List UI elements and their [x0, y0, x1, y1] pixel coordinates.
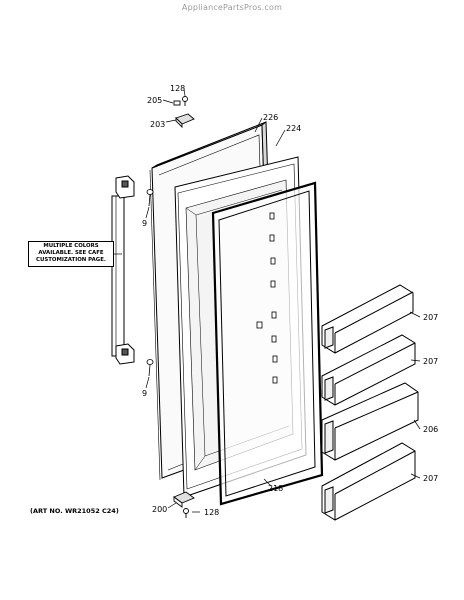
handle-screws — [146, 189, 154, 377]
callout-line-1: MULTIPLE COLORS — [43, 243, 99, 249]
door-bin-4 — [321, 442, 416, 521]
part-label-203: 203 — [150, 120, 165, 129]
callout-line-3: CUSTOMIZATION PAGE. — [36, 257, 106, 263]
part-label-224: 224 — [286, 124, 301, 133]
watermark: AppliancePartsPros.com — [181, 3, 283, 12]
art-number: (ART NO. WR21052 C24) — [30, 507, 119, 515]
door-bin-1 — [321, 284, 414, 354]
part-label-226: 226 — [263, 113, 278, 122]
part-label-128-top: 128 — [170, 84, 185, 93]
top-hinge-parts — [173, 96, 195, 129]
part-label-9-upper: 9 — [142, 219, 147, 228]
door-handle — [111, 175, 135, 365]
door-bin-2 — [321, 334, 416, 406]
leader-lines — [114, 88, 421, 513]
shelf-studs — [256, 212, 278, 384]
door-bin-3 — [321, 382, 419, 461]
callout-line-2: AVAILABLE. SEE CAFE — [38, 250, 104, 256]
part-label-207-c: 207 — [423, 474, 438, 483]
door-gasket — [211, 181, 324, 506]
part-label-207-a: 207 — [423, 313, 438, 322]
part-label-207-b: 207 — [423, 357, 438, 366]
part-label-218: 218 — [268, 484, 283, 493]
part-label-206: 206 — [423, 425, 438, 434]
color-options-callout: MULTIPLE COLORS AVAILABLE. SEE CAFE CUST… — [28, 241, 114, 267]
part-label-9-lower: 9 — [142, 389, 147, 398]
part-label-205: 205 — [147, 96, 162, 105]
part-label-200: 200 — [152, 505, 167, 514]
part-label-128-bottom: 128 — [204, 508, 219, 517]
door-bins — [321, 284, 419, 521]
bottom-hinge-parts — [173, 491, 195, 518]
